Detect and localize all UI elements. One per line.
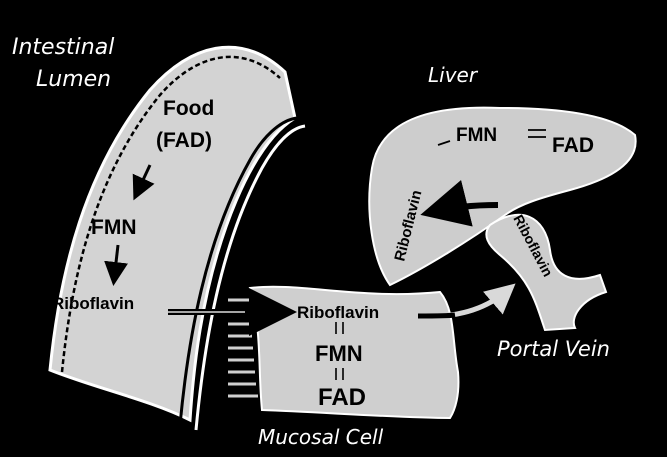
- label-mucosal-cell: Mucosal Cell: [258, 425, 384, 449]
- arrow-mucosal-dark-segment: [418, 315, 455, 316]
- mucosal-fad: FAD: [318, 384, 366, 411]
- mucosal-riboflavin: Riboflavin: [297, 303, 379, 322]
- label-liver: Liver: [428, 63, 479, 87]
- label-portal-vein: Portal Vein: [497, 337, 610, 361]
- liver-fmn: FMN: [456, 125, 497, 146]
- label-intestinal: Intestinal: [12, 35, 114, 60]
- mucosal-fmn: FMN: [315, 341, 363, 366]
- label-lumen: Lumen: [36, 67, 111, 92]
- liver-fad: FAD: [552, 134, 594, 157]
- lumen-riboflavin: Riboflavin: [52, 294, 134, 313]
- lumen-fad: (FAD): [156, 129, 212, 152]
- lumen-food: Food: [163, 97, 214, 120]
- lumen-fmn: FMN: [91, 216, 137, 239]
